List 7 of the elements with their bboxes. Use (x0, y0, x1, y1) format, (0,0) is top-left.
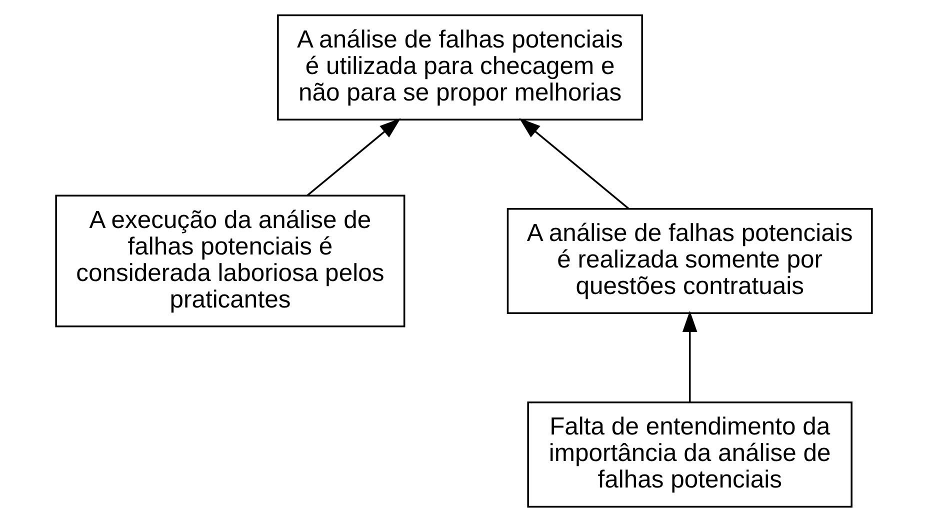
node-box: A análise de falhas potenciais é realizada somente por questões contratuais (506, 208, 872, 314)
arrow (682, 310, 697, 402)
node-box: Falta de entendimento da importância da análise de falhas potenciais (526, 402, 852, 508)
node-box: A análise de falhas potenciais é utilizada para checagem e não para se propor melhorias (276, 14, 642, 120)
arrow (306, 118, 400, 196)
node-box: A execução da análise de falhas potenciais é considerada laboriosa pelos praticantes (54, 194, 405, 328)
arrow (518, 118, 629, 210)
